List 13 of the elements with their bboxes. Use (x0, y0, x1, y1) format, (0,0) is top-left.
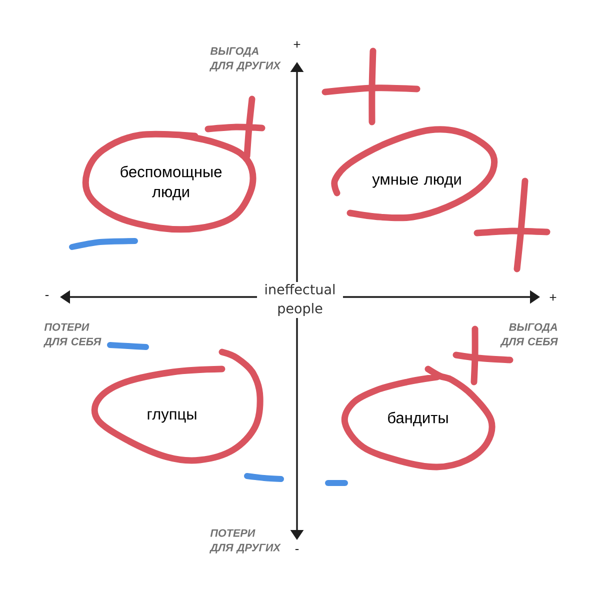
axis-label: ВЫГОДА ДЛЯ СЕБЯ (500, 323, 558, 348)
axis-label: ПОТЕРИ ДЛЯ ДРУГИХ (209, 529, 281, 554)
axis-label: ВЫГОДА ДЛЯ ДРУГИХ (209, 47, 281, 72)
axis-sign: - (45, 295, 49, 296)
circled-label: бандиты (341, 366, 496, 470)
circled-label: беспомощные люди (82, 130, 256, 233)
center-label: ineffectual people (257, 282, 343, 318)
circled-label: глупцы (91, 348, 264, 464)
axis-sign: + (550, 294, 556, 301)
axis-sign: + (294, 41, 300, 48)
axis-sign: - (295, 549, 299, 550)
circled-label: умные люди (331, 126, 498, 222)
axis-label: ПОТЕРИ ДЛЯ СЕБЯ (43, 323, 102, 348)
